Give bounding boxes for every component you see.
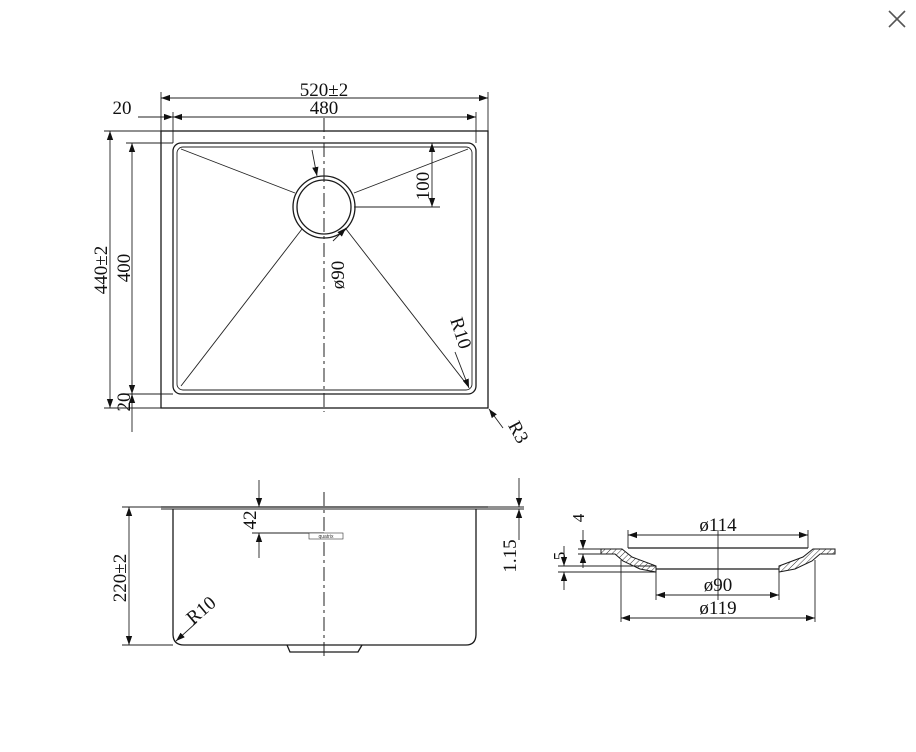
label-height: 220±2 [110,554,131,602]
label-outer-diameter: ø119 [699,598,736,619]
leader-drain [311,149,319,177]
side-view: 220±2 42 quatrix 1.15 R10 [110,478,524,656]
strainer-section-right [778,548,836,573]
leader-outer-radius [488,408,504,429]
label-top-diameter: ø114 [699,515,737,536]
leader-bottom-radius [175,621,198,642]
label-outer-radius: R3 [503,418,532,447]
label-bowl-depth: 400 [114,254,135,283]
top-view: 520±2 480 20 440±2 400 20 100 ø90 R10 R3 [91,80,532,447]
label-drain-diameter: ø90 [328,261,349,290]
label-drain-offset: 100 [413,172,434,201]
label-overall-depth: 440±2 [91,246,112,294]
slope-line [180,148,296,194]
label-drain-depth: 42 [240,511,261,530]
leader-drain [332,227,347,242]
slope-line [345,228,469,387]
brand-plate [308,532,344,540]
bowl-profile [172,509,477,646]
strainer-section-left [600,548,657,573]
slope-line [180,228,303,387]
label-bottom-rim: 20 [114,393,135,412]
label-inner-radius: R10 [445,315,475,352]
slope-line [353,148,469,194]
strainer-detail: ø114 ø90 ø119 4 5 [550,513,836,622]
label-recess-height: 5 [550,552,569,561]
close-button[interactable] [884,6,910,32]
leader-inner-radius [454,351,470,389]
label-overall-width: 520±2 [300,80,348,101]
label-bowl-width: 480 [310,98,339,119]
label-rim-height: 4 [569,513,588,522]
label-thickness: 1.15 [500,539,521,572]
label-bottom-diameter: ø90 [704,575,733,596]
brand-mark: quatrix [318,534,334,540]
close-icon[interactable] [884,6,910,32]
label-side-rim: 20 [113,98,132,119]
label-bottom-radius: R10 [183,593,221,629]
